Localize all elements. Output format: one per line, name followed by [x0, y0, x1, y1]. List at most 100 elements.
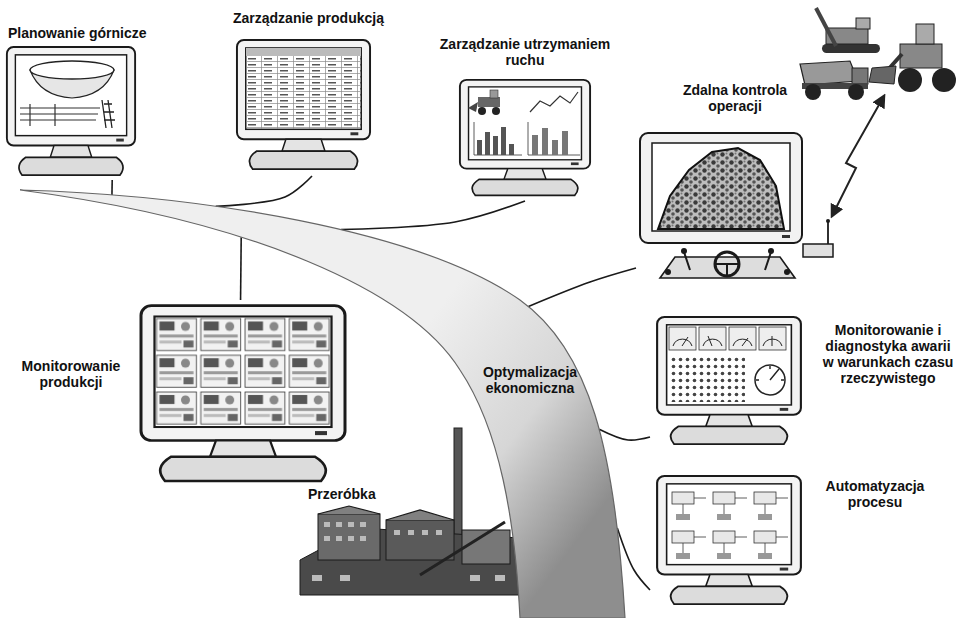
section-lines	[20, 104, 100, 126]
bar	[542, 128, 548, 155]
node-label: Przeróbka	[308, 486, 376, 502]
steering-wheel	[715, 252, 739, 276]
monitor	[657, 317, 801, 444]
pit-rim	[30, 61, 114, 79]
antenna	[827, 222, 829, 244]
monitor-node: Planowanie górnicze	[3, 20, 171, 180]
truck-cab	[852, 68, 868, 84]
drill-tracks	[822, 44, 880, 53]
wheel	[898, 68, 922, 92]
node-label: Planowanie górnicze	[8, 25, 146, 41]
bar	[562, 131, 568, 155]
console-button	[665, 269, 671, 275]
dial	[755, 365, 785, 395]
process-flowchart	[668, 486, 790, 563]
monitor-production	[237, 40, 370, 169]
loader-body	[900, 44, 942, 68]
status-panels	[155, 317, 331, 427]
connector-line	[528, 268, 636, 306]
truck-bed	[800, 61, 858, 85]
lever-knob	[681, 248, 687, 254]
monitor	[460, 80, 590, 196]
mining-vehicles	[800, 8, 956, 100]
ore-rocks	[658, 148, 784, 229]
control-levers	[684, 252, 771, 270]
wheel	[805, 84, 821, 100]
monitor-bezel	[640, 133, 802, 243]
connector-line	[240, 237, 242, 300]
monitor-remote-control	[640, 96, 884, 278]
connector-line	[341, 201, 525, 230]
monitor	[237, 40, 370, 169]
loader-bucket	[869, 66, 896, 84]
connector-line	[216, 176, 312, 206]
bar	[501, 127, 506, 155]
connector-line	[599, 429, 650, 440]
wheel	[492, 107, 500, 115]
node-label: Optymalizacja ekonomiczna	[450, 364, 610, 396]
conveyor	[420, 522, 505, 575]
monitor	[657, 476, 801, 604]
lever-knob	[768, 248, 774, 254]
ore-pile	[658, 148, 784, 229]
bar	[552, 140, 558, 155]
monitor-diagnostics	[657, 317, 801, 444]
chimney	[454, 428, 462, 540]
loader-cab	[916, 24, 934, 44]
antenna-tip	[826, 219, 830, 223]
indicator-grid	[670, 356, 745, 402]
band-shape	[15, 185, 630, 618]
node-label: Zarządzanie produkcją	[233, 10, 384, 26]
monitor-automation	[657, 476, 801, 604]
drill-rig	[102, 100, 115, 128]
node-label: Monitorowanie produkcji	[10, 358, 132, 390]
wheel	[932, 68, 956, 92]
led	[782, 235, 790, 238]
chart-axis	[528, 122, 580, 155]
drill-mast	[816, 8, 836, 46]
monitor-planning	[7, 47, 135, 175]
radio-link	[832, 96, 884, 216]
spreadsheet	[246, 56, 361, 129]
node-label: Automatyzacja procesu	[815, 478, 935, 510]
bar	[485, 132, 490, 155]
loader-bucket	[468, 102, 478, 112]
monitor-maintenance	[460, 80, 590, 196]
wheel	[848, 84, 864, 100]
wheel	[478, 107, 486, 115]
radio-transmitter	[803, 244, 833, 257]
plant-building	[318, 514, 380, 560]
monitor-node: Zarządzanie utrzymaniem ruchu	[425, 33, 625, 201]
drill-cab	[856, 18, 870, 29]
monitor	[7, 47, 135, 175]
loader-cab	[490, 90, 498, 98]
bar	[532, 135, 538, 155]
line-chart	[530, 92, 578, 112]
band-outline	[20, 190, 625, 618]
plant-windows	[312, 522, 505, 581]
control-console	[660, 257, 795, 278]
dial-needle	[756, 366, 784, 380]
console-button	[784, 269, 790, 275]
bar	[493, 136, 498, 155]
node-label: Monitorowanie i diagnostyka awarii w war…	[818, 322, 958, 386]
monitor	[141, 306, 345, 481]
monitor-screen	[652, 143, 790, 231]
bar	[509, 144, 514, 155]
node-label: Zarządzanie utrzymaniem ruchu	[428, 36, 622, 68]
chart-axis	[474, 122, 522, 155]
band-node: Optymalizacja ekonomiczna	[15, 185, 630, 618]
node-label: Zdalna kontrola operacji	[670, 82, 800, 114]
loader-body	[478, 97, 500, 107]
plant-roofs	[318, 506, 454, 520]
plant-node: Przeróbka	[298, 482, 523, 597]
monitor-node: Monitorowanie i diagnostyka awarii w war…	[650, 312, 961, 450]
monitor-node: Zdalna kontrola operacji	[636, 80, 806, 280]
processing-plant	[300, 428, 520, 595]
bar	[477, 140, 482, 155]
plant-building	[386, 520, 454, 560]
monitor-node: Monitorowanie produkcji	[8, 300, 350, 488]
sheet-header	[246, 48, 361, 56]
steering-spokes	[715, 264, 739, 276]
gauges	[669, 327, 786, 350]
